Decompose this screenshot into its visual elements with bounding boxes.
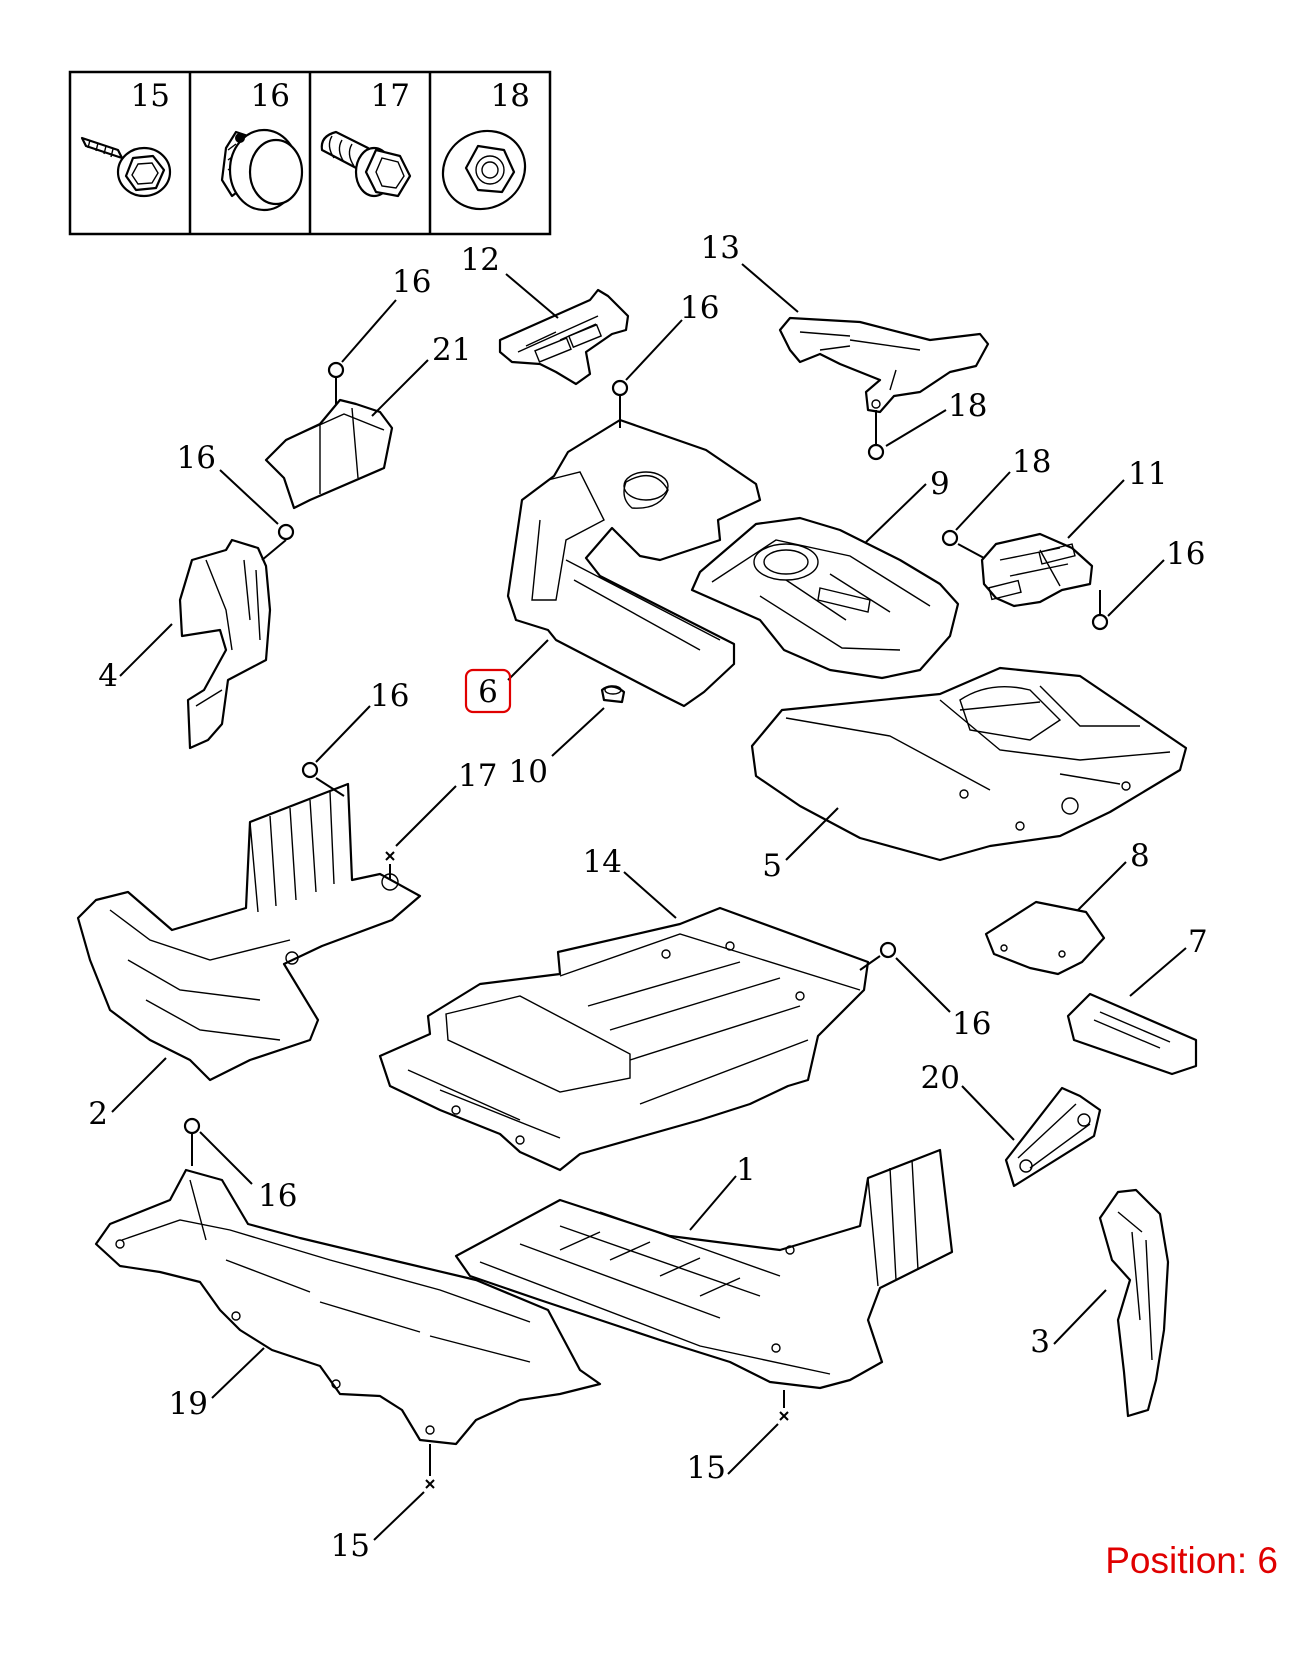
legend-number-17: 17 — [371, 78, 410, 114]
callout-11: 11 — [1128, 456, 1167, 492]
callout-5: 5 — [762, 848, 782, 884]
part-6-engine-undertray — [506, 418, 762, 708]
legend-number-15: 15 — [131, 78, 170, 114]
part-3-right-side-deflector — [1098, 1188, 1170, 1418]
legend-number-18: 18 — [491, 78, 530, 114]
flange-nut-icon — [441, 129, 527, 211]
part-14-center-undertray — [378, 906, 870, 1172]
part-2-left-undertray — [76, 782, 422, 1082]
callout-3: 3 — [1030, 1324, 1050, 1360]
fastener-legend: 15 16 17 18 — [68, 70, 552, 236]
callout-15b: 15 — [331, 1528, 370, 1564]
callout-13: 13 — [701, 230, 740, 266]
callout-16f: 16 — [952, 1006, 991, 1042]
callout-15a: 15 — [687, 1450, 726, 1486]
callout-14: 14 — [583, 844, 622, 880]
part-5-rear-undertray — [750, 666, 1188, 862]
part-19-lower-plate — [94, 1168, 602, 1446]
part-1-front-undertray — [454, 1148, 954, 1390]
part-21-bracket — [264, 398, 394, 510]
callout-16g: 16 — [258, 1178, 297, 1214]
cross-marker-17 — [385, 851, 395, 861]
hex-bolt-icon — [320, 130, 412, 198]
callout-2: 2 — [88, 1096, 108, 1132]
part-13-bracket — [778, 316, 990, 414]
part-12-bracket — [498, 288, 630, 386]
cross-marker-15-lower — [425, 1479, 435, 1489]
callout-16a: 16 — [392, 264, 431, 300]
callout-21: 21 — [432, 332, 471, 368]
part-7-cover-plate — [1066, 992, 1198, 1076]
push-clip-icon — [220, 128, 304, 212]
callout-16d: 16 — [1166, 536, 1205, 572]
callout-18b: 18 — [1012, 444, 1051, 480]
callout-16c: 16 — [680, 290, 719, 326]
part-10-grommet — [600, 685, 626, 704]
tapping-screw-icon — [80, 136, 172, 198]
callout-20: 20 — [921, 1060, 960, 1096]
callout-9: 9 — [930, 466, 950, 502]
part-11-bracket — [980, 532, 1094, 608]
callout-17: 17 — [458, 758, 497, 794]
callout-4: 4 — [98, 658, 118, 694]
part-9-engine-cover — [690, 516, 960, 680]
callout-12: 12 — [461, 242, 500, 278]
callout-6[interactable]: 6 — [478, 674, 498, 710]
part-20-bracket — [1004, 1086, 1102, 1188]
selected-callout-box — [464, 668, 512, 714]
part-4-side-deflector — [178, 538, 272, 750]
callout-7: 7 — [1188, 924, 1208, 960]
callout-19: 19 — [169, 1386, 208, 1422]
part-8-cover-plate — [984, 900, 1106, 976]
cross-marker-15-front — [779, 1411, 789, 1421]
callout-1: 1 — [736, 1152, 756, 1188]
callout-10: 10 — [509, 754, 548, 790]
callout-8: 8 — [1130, 838, 1150, 874]
position-indicator: Position: 6 — [1105, 1540, 1278, 1581]
callout-16b: 16 — [177, 440, 216, 476]
callout-18a: 18 — [948, 388, 987, 424]
callout-16e: 16 — [370, 678, 409, 714]
legend-number-16: 16 — [251, 78, 290, 114]
